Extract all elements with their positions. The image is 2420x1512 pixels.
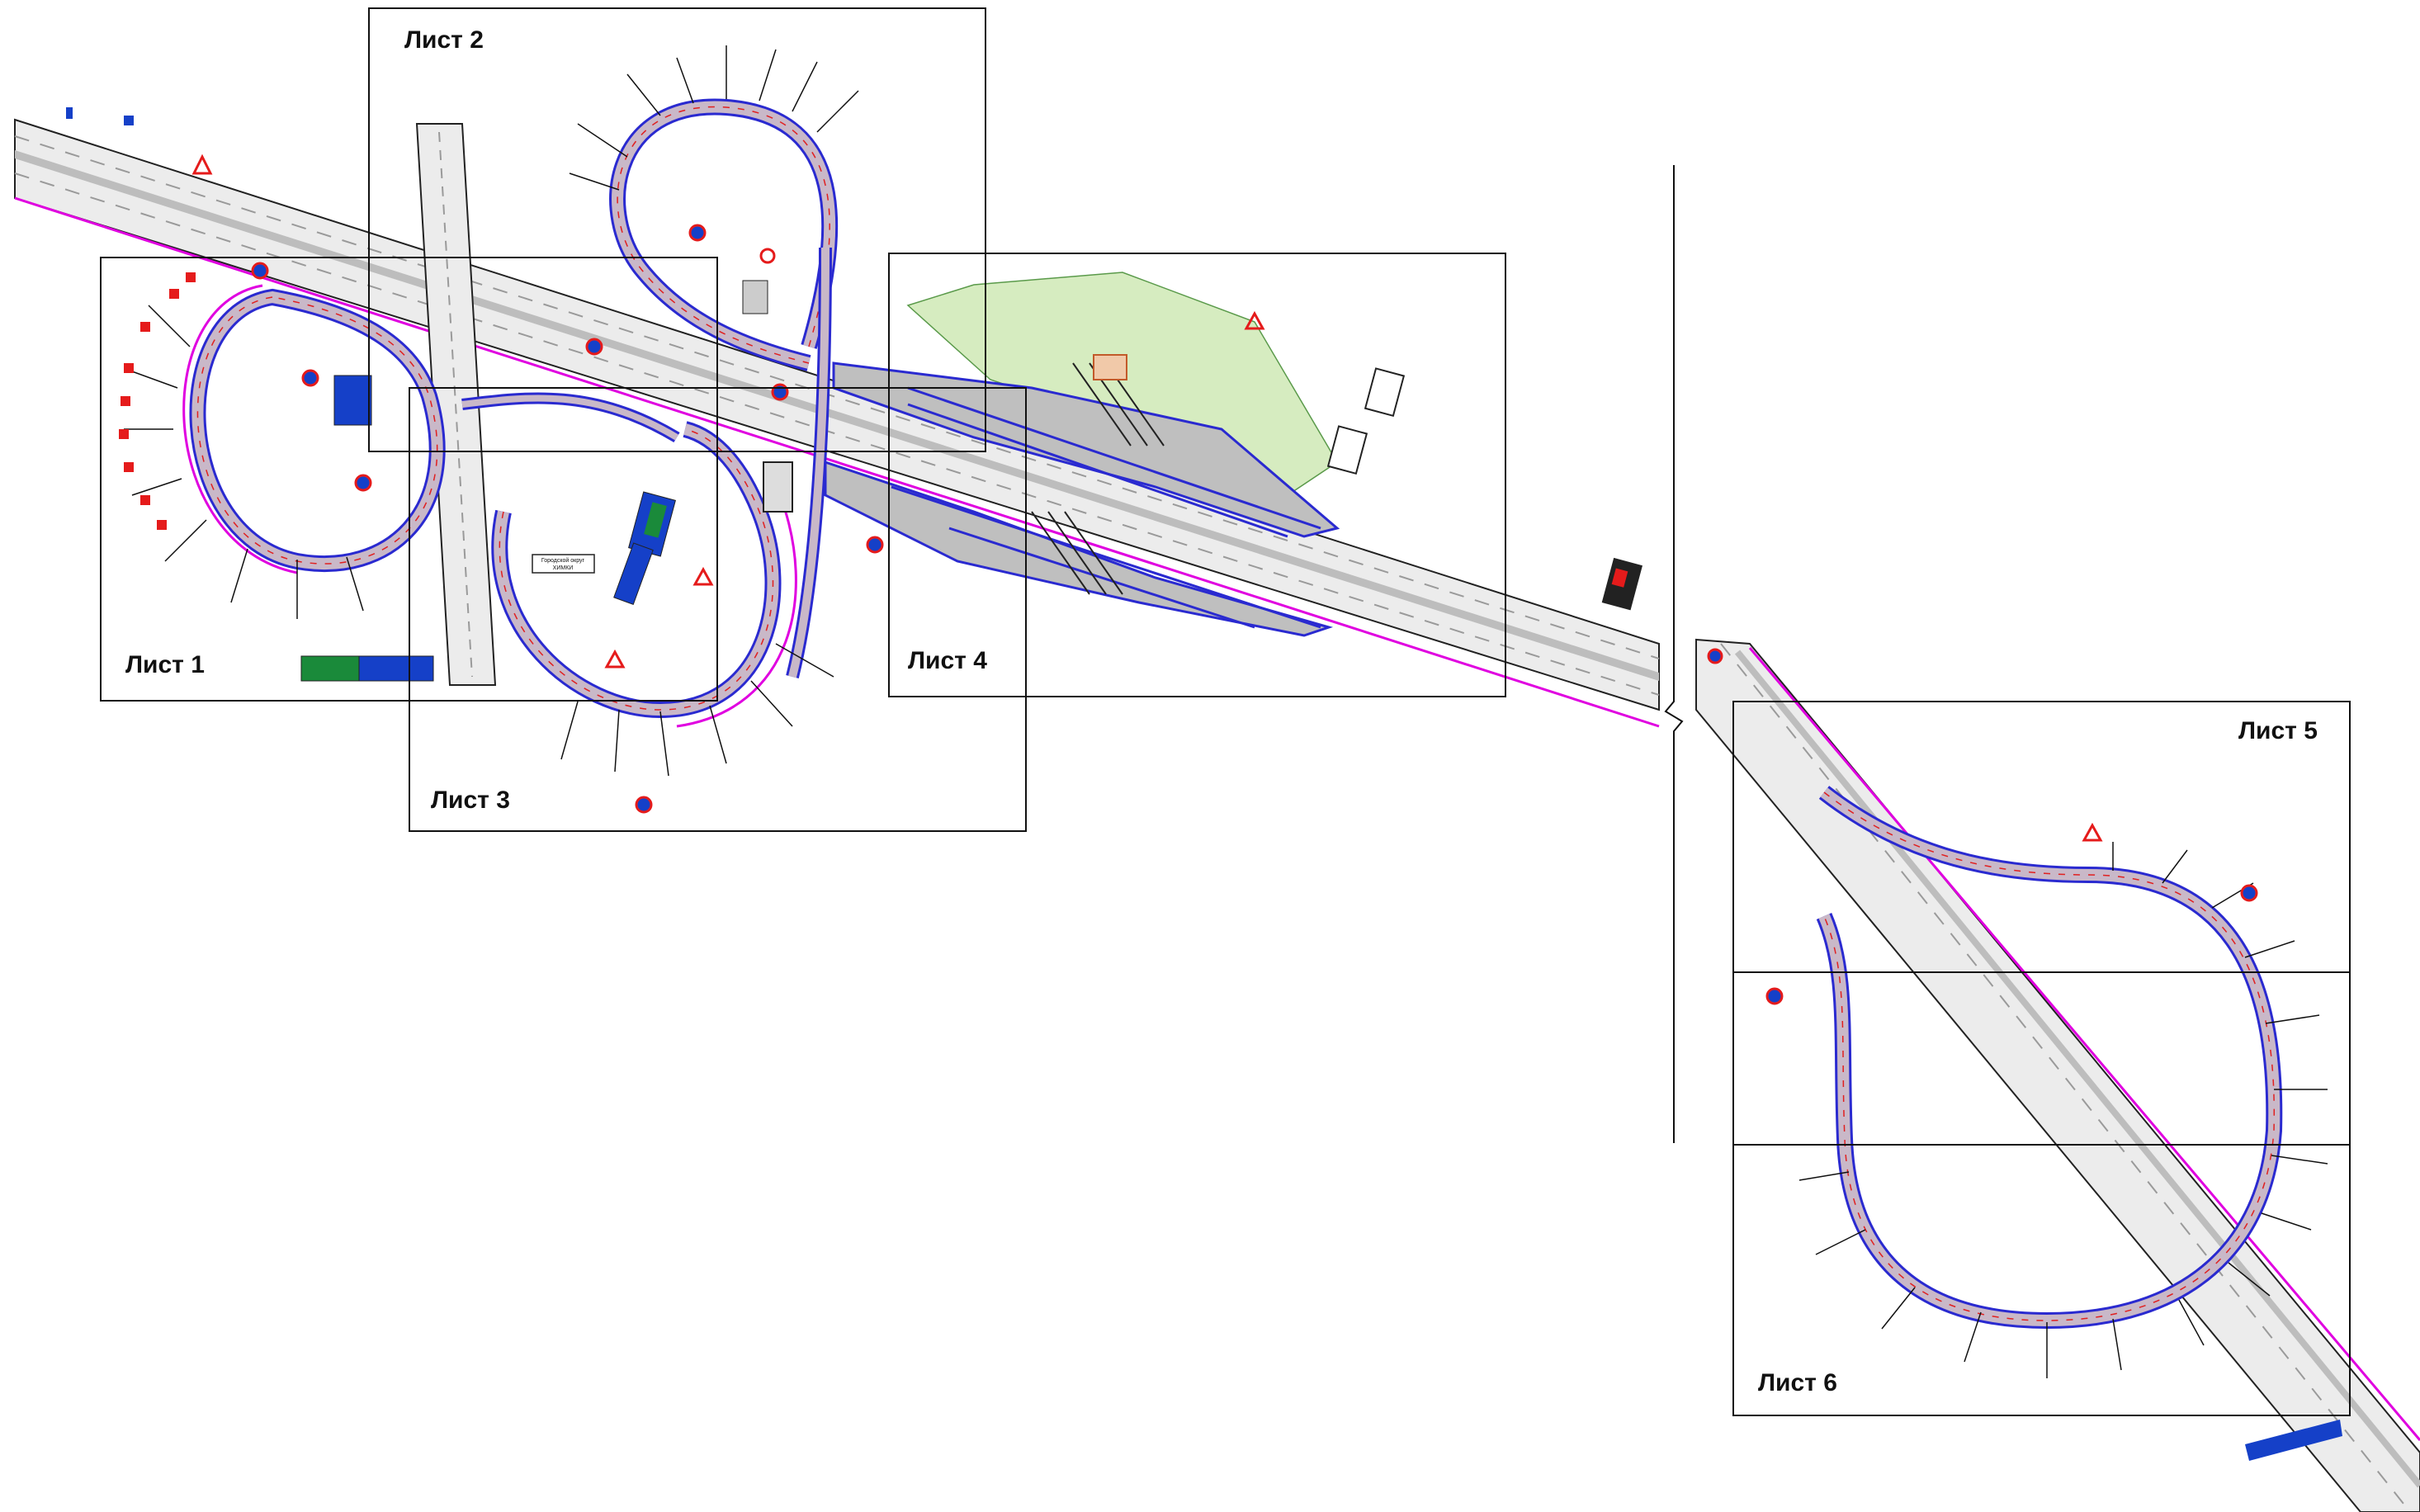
sheet-frame-3 (409, 387, 1027, 832)
sheet-frame-6 (1732, 971, 2351, 1416)
loop-ramp-east (1816, 786, 2283, 1330)
loop-ramp-west (182, 284, 446, 574)
district-sign: Городской округ ХИМКИ (532, 554, 595, 574)
sheet-frame-2 (368, 7, 986, 452)
loop-ramp-north (609, 98, 839, 371)
district-sign-line1: Городской округ (541, 557, 585, 564)
cross-road-vertical (415, 123, 497, 686)
break-line (1664, 165, 1684, 1143)
sheet-label-1: Лист 1 (125, 651, 205, 678)
sheet-label-6: Лист 6 (1758, 1369, 1837, 1396)
main-highway-lower-right (1695, 638, 2420, 1512)
sheet-frame-5 (1732, 701, 2351, 1146)
sheet-frame-4 (888, 253, 1506, 697)
road-signs (66, 107, 2342, 1461)
sheet-label-4: Лист 4 (908, 647, 987, 674)
sheet-label-5: Лист 5 (2238, 717, 2318, 744)
sheet-label-3: Лист 3 (431, 787, 510, 814)
connector-ramps (461, 247, 832, 678)
sign-posts (124, 45, 2328, 1378)
district-sign-line2: ХИМКИ (553, 565, 574, 571)
sheet-label-2: Лист 2 (404, 26, 484, 54)
sheet-frames (100, 7, 2351, 1416)
loop-ramp-south (491, 421, 797, 728)
